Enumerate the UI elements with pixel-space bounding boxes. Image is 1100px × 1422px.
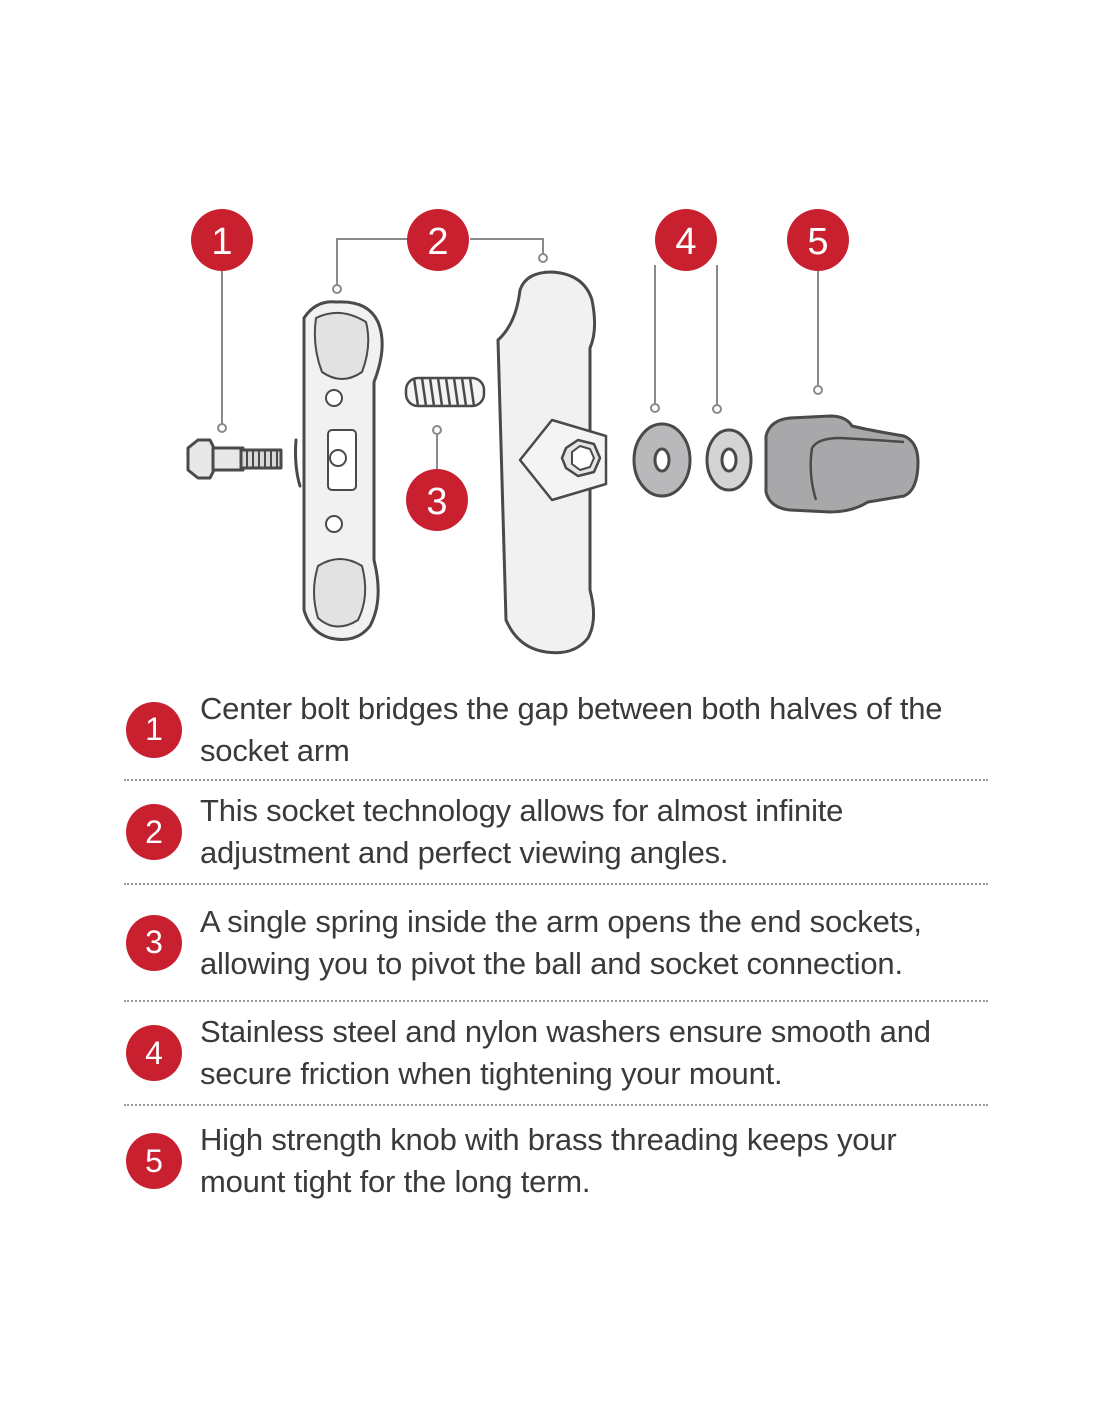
center-bolt-illustration (186, 438, 283, 480)
legend-text-4: Stainless steel and nylon washers ensure… (200, 1014, 931, 1091)
parts-legend: 1 Center bolt bridges the gap between bo… (124, 680, 988, 1216)
legend-badge-4: 4 (126, 1025, 182, 1081)
legend-badge-3: 3 (126, 914, 182, 971)
callout-5-number: 5 (807, 221, 828, 263)
washers-illustration (632, 422, 753, 498)
legend-item-4: 4 Stainless steel and nylon washers ensu… (124, 1002, 988, 1106)
exploded-parts-diagram: 1 2 3 4 5 (186, 209, 920, 655)
legend-badge-2: 2 (126, 804, 182, 860)
knob-illustration (764, 414, 920, 514)
legend-badge-5: 5 (126, 1133, 182, 1189)
spring-illustration (404, 376, 486, 408)
legend-text-2: This socket technology allows for almost… (200, 793, 844, 870)
socket-half-rear-illustration (294, 300, 384, 641)
legend-item-1: 1 Center bolt bridges the gap between bo… (124, 680, 988, 781)
callout-3: 3 (406, 469, 468, 531)
legend-badge-1: 1 (126, 701, 182, 758)
callout-4: 4 (655, 209, 717, 271)
legend-text-3: A single spring inside the arm opens the… (200, 903, 922, 981)
legend-text-5: High strength knob with brass threading … (200, 1122, 897, 1199)
legend-item-5: 5 High strength knob with brass threadin… (124, 1106, 988, 1216)
legend-item-3: 3 A single spring inside the arm opens t… (124, 885, 988, 1002)
socket-half-front-illustration (496, 270, 608, 655)
callout-5: 5 (787, 209, 849, 271)
callout-2-number: 2 (427, 221, 448, 263)
leader-lines (221, 238, 819, 474)
callout-4-number: 4 (675, 221, 696, 263)
callout-1-number: 1 (211, 221, 232, 263)
leader-endpoints (217, 253, 823, 435)
legend-text-1: Center bolt bridges the gap between both… (200, 690, 943, 768)
callout-2: 2 (407, 209, 469, 271)
callout-1: 1 (191, 209, 253, 271)
callout-3-number: 3 (426, 481, 447, 523)
legend-item-2: 2 This socket technology allows for almo… (124, 781, 988, 885)
